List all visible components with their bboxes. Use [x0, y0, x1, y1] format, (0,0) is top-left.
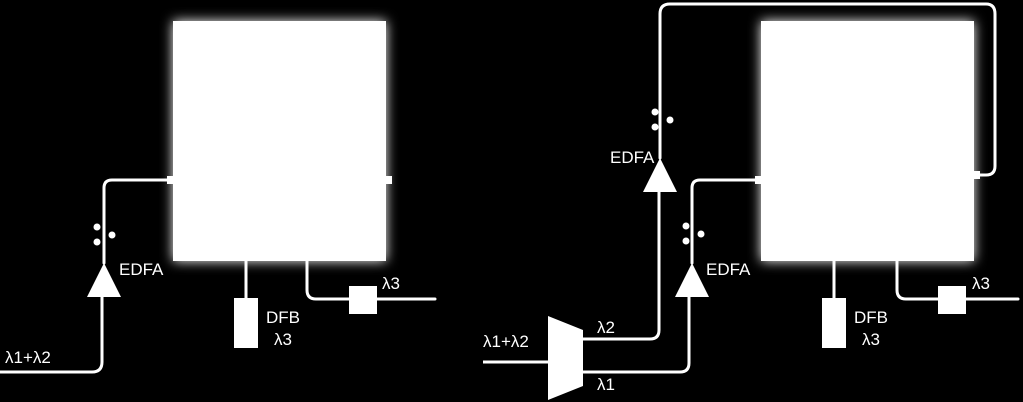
right-dfb-label: DFB	[854, 308, 888, 327]
right-output-fiber	[895, 259, 1020, 301]
right-output-label: λ3	[972, 274, 990, 293]
right-upper-isolator-dot	[651, 123, 659, 131]
left-edfa-to-device-fiber	[102, 178, 172, 265]
right-lower-isolator-dot	[697, 230, 705, 238]
right-demux-icon	[548, 316, 583, 400]
left-input-fiber	[0, 290, 104, 374]
left-input-label: λ1+λ2	[5, 348, 51, 367]
right-lower-isolator-dot	[682, 222, 690, 230]
left-output-fiber	[305, 259, 437, 301]
right-lambda2-fiber	[581, 188, 661, 341]
right-edfa-lower-label: EDFA	[706, 260, 751, 279]
right-lambda1-label: λ1	[597, 375, 615, 394]
right-edfa-upper-icon	[643, 158, 677, 192]
right-input-label: λ1+λ2	[483, 332, 529, 351]
left-dfb-laser	[234, 298, 258, 348]
left-device-block	[173, 21, 386, 261]
right-dfb-wavelength-label: λ3	[862, 330, 880, 349]
right-upper-isolator-dot	[666, 116, 674, 124]
right-lambda1-fiber	[581, 290, 691, 374]
right-edfa-lower-icon	[675, 263, 709, 297]
left-isolator-dot	[93, 238, 101, 246]
right-device-block	[761, 21, 974, 261]
left-isolator-dot	[108, 231, 116, 239]
left-edfa-icon	[87, 263, 121, 297]
left-setup: λ1+λ2 EDFA DFB λ3 λ3	[0, 21, 437, 374]
right-dfb-laser	[822, 298, 846, 348]
right-upper-isolator-dot	[651, 108, 659, 116]
left-output-filter	[349, 286, 377, 314]
right-edfa-to-device-fiber	[690, 178, 760, 265]
right-output-filter	[938, 286, 966, 314]
right-lower-isolator-dot	[682, 237, 690, 245]
left-dfb-label: DFB	[266, 308, 300, 327]
left-dfb-wavelength-label: λ3	[274, 330, 292, 349]
right-edfa-upper-label: EDFA	[610, 148, 655, 167]
left-device-port-right	[384, 176, 392, 184]
right-lambda2-label: λ2	[597, 318, 615, 337]
right-loop-fiber	[658, 2, 997, 177]
right-setup: λ1+λ2 λ2 λ1 EDFA EDFA DFB λ3 λ3	[483, 2, 1020, 400]
left-edfa-label: EDFA	[119, 260, 164, 279]
left-isolator-dot	[93, 223, 101, 231]
left-output-label: λ3	[382, 274, 400, 293]
